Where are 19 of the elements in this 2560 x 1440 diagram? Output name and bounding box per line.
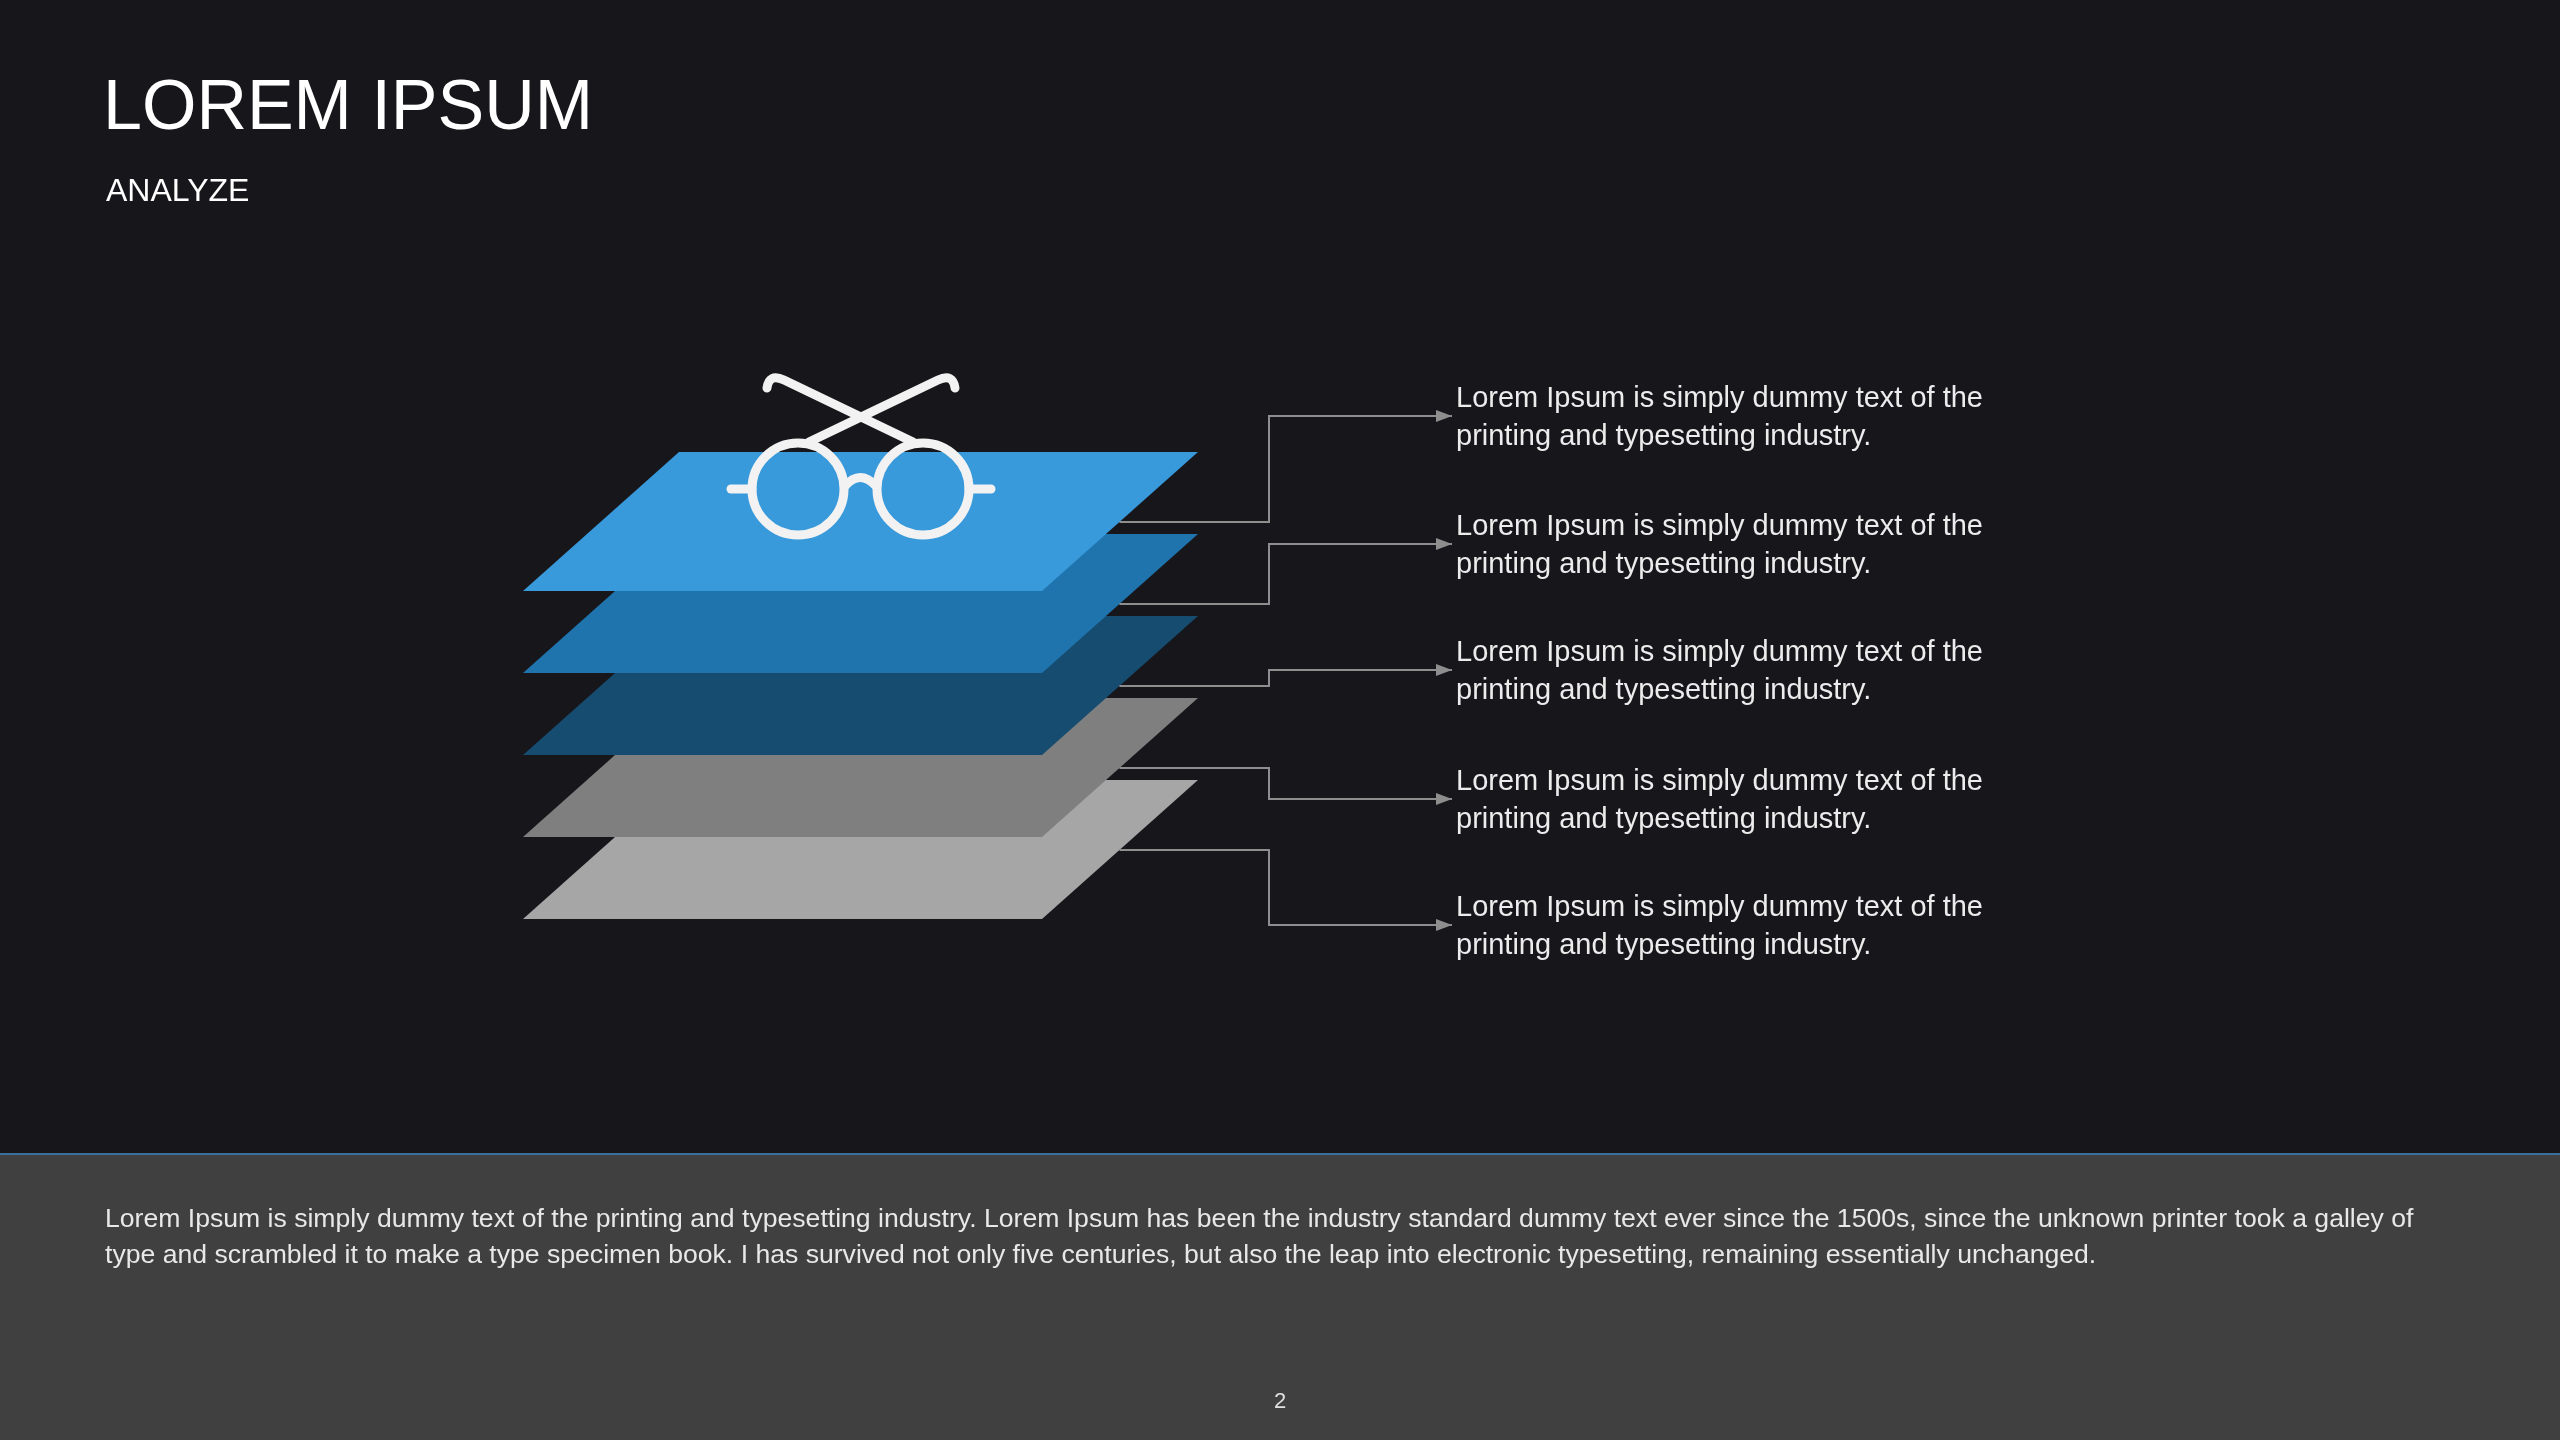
layer-description: Lorem Ipsum is simply dummy text of the printing and typesetting industry. bbox=[1456, 761, 2026, 837]
slide-title: LOREM IPSUM bbox=[103, 70, 594, 140]
layer-description: Lorem Ipsum is simply dummy text of the printing and typesetting industry. bbox=[1456, 887, 2026, 963]
leader-arrow bbox=[1118, 538, 1453, 605]
leader-arrow bbox=[1118, 410, 1453, 523]
layer-plane bbox=[523, 534, 1198, 673]
layer-plane bbox=[523, 616, 1198, 755]
leader-arrow bbox=[1118, 849, 1453, 931]
layer-plane bbox=[523, 780, 1198, 919]
leader-arrow bbox=[1118, 664, 1453, 687]
slide-subtitle: ANALYZE bbox=[106, 174, 250, 206]
layer-description: Lorem Ipsum is simply dummy text of the printing and typesetting industry. bbox=[1456, 632, 2026, 708]
layer-description: Lorem Ipsum is simply dummy text of the printing and typesetting industry. bbox=[1456, 506, 2026, 582]
leader-arrow bbox=[1118, 767, 1453, 805]
layer-description: Lorem Ipsum is simply dummy text of the printing and typesetting industry. bbox=[1456, 378, 2026, 454]
layer-plane bbox=[523, 452, 1198, 591]
layer-plane bbox=[523, 698, 1198, 837]
page-number: 2 bbox=[1272, 1388, 1288, 1414]
body-paragraph: Lorem Ipsum is simply dummy text of the printing and typesetting industry. Lorem Ipsum has been the industry standard dummy text ever since the 1500s, since the unknown printer took a galley of type and scrambled it to make a type specimen book. I has survived not only five centuries, but also the leap into electronic typesetting, remaining essentially unchanged. bbox=[105, 1202, 2415, 1271]
